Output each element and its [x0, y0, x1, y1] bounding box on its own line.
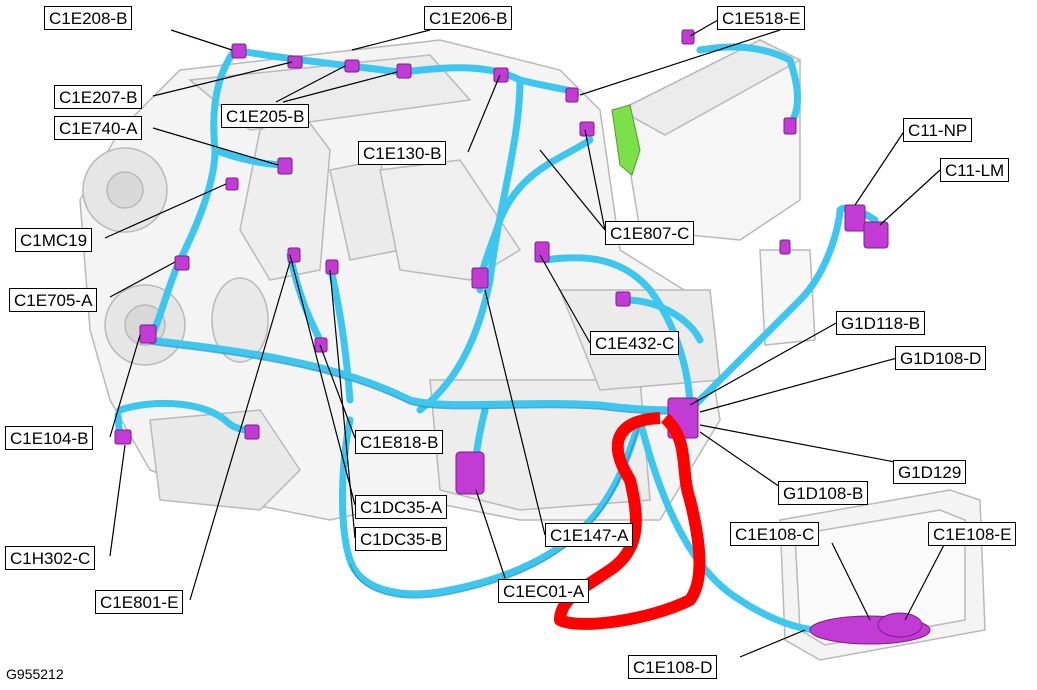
callout-c1e108d: C1E108-D [628, 655, 718, 679]
leader-lines [104, 19, 946, 658]
callout-c1e208b: C1E208-B [44, 6, 133, 30]
figure-id: G955212 [6, 666, 64, 682]
callout-c1e432c: C1E432-C [590, 331, 680, 355]
callout-c11np: C11-NP [903, 118, 973, 142]
callout-c1dc35a: C1DC35-A [355, 495, 448, 519]
callout-c1dc35b: C1DC35-B [355, 527, 448, 551]
callout-g1d129: G1D129 [893, 460, 967, 484]
callout-c11lm: C11-LM [940, 158, 1010, 182]
highlight-loop [554, 412, 706, 630]
callout-c1e130b: C1E130-B [358, 141, 447, 165]
battery [618, 39, 802, 241]
callout-g1d118b: G1D118-B [836, 311, 926, 335]
callout-c1e108e: C1E108-E [928, 522, 1017, 546]
callout-c1mc19: C1MC19 [15, 228, 93, 252]
callout-g1d108b: G1D108-B [778, 481, 869, 505]
callout-c1e108c: C1E108-C [730, 522, 820, 546]
callout-c1e518e: C1E518-E [717, 6, 806, 30]
fuse-link [611, 104, 641, 176]
callout-c1e206b: C1E206-B [424, 6, 513, 30]
wiring-harness [114, 43, 879, 634]
callout-c1ec01a: C1EC01-A [498, 579, 590, 603]
callout-c1e104b: C1E104-B [5, 426, 94, 450]
callout-c1e705a: C1E705-A [9, 288, 98, 312]
callout-c1e807c: C1E807-C [605, 221, 695, 245]
callout-c1e818b: C1E818-B [355, 430, 444, 454]
callout-c1e205b: C1E205-B [221, 104, 310, 128]
callout-c1e147a: C1E147-A [545, 523, 634, 547]
connectors [114, 29, 931, 645]
callout-c1e207b: C1E207-B [54, 85, 143, 109]
callout-c1e740a: C1E740-A [54, 116, 143, 140]
callout-c1e801e: C1E801-E [95, 590, 184, 614]
callout-g1d108d: G1D108-D [895, 346, 987, 370]
callout-c1h302c: C1H302-C [5, 546, 96, 570]
